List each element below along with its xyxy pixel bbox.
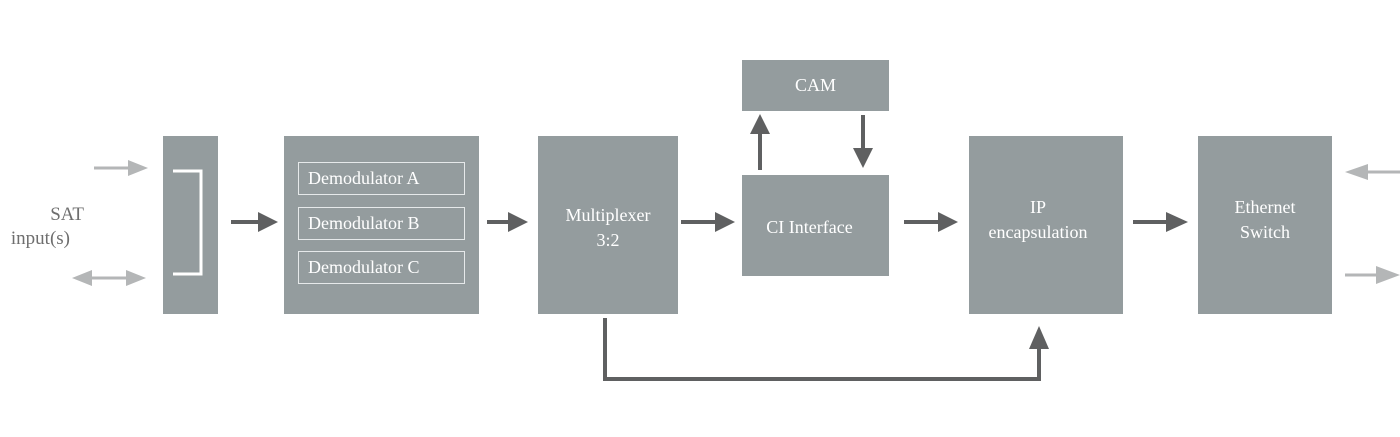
switch-output-arrow — [1345, 266, 1400, 284]
demodulators-block — [284, 136, 479, 314]
ethernet-switch-block: Ethernet Switch — [1198, 136, 1332, 314]
encapsulation-label: encapsulation — [988, 222, 1088, 242]
ethernet-label: Ethernet — [1234, 197, 1296, 217]
ci-interface-label: CI Interface — [766, 217, 853, 237]
arrow-demod-to-mux — [487, 212, 528, 232]
arrow-splitter-to-demod — [231, 212, 278, 232]
switch-input-arrow — [1345, 164, 1400, 180]
cam-block: CAM — [742, 60, 889, 111]
sat-input-label: SAT input(s) — [0, 203, 84, 251]
sat-input-arrow — [94, 160, 148, 176]
sat-label-line2: input(s) — [10, 228, 70, 249]
sat-bidirectional-arrow — [72, 270, 146, 286]
ci-interface-block: CI Interface — [742, 175, 889, 276]
multiplexer-label: Multiplexer — [565, 205, 651, 225]
demodulator-c: Demodulator C — [298, 251, 465, 284]
multiplexer-block: Multiplexer 3:2 — [538, 136, 678, 314]
demodulator-a: Demodulator A — [298, 162, 465, 195]
cam-label: CAM — [794, 75, 836, 95]
arrow-ci-to-ip — [904, 212, 958, 232]
demodulator-b: Demodulator B — [298, 207, 465, 240]
ip-label: IP — [1029, 197, 1046, 217]
switch-label: Switch — [1239, 222, 1290, 242]
multiplexer-ratio: 3:2 — [596, 230, 620, 250]
arrow-cam-to-ci — [853, 115, 873, 168]
arrow-ip-to-switch — [1133, 212, 1188, 232]
ip-encapsulation-block: IP encapsulation — [969, 136, 1123, 314]
sat-label-line1: SAT — [50, 204, 84, 225]
arrow-mux-to-ip-bypass — [603, 318, 1049, 381]
arrow-mux-to-ci — [681, 212, 735, 232]
splitter-block — [163, 136, 218, 314]
arrow-ci-to-cam — [750, 114, 770, 170]
